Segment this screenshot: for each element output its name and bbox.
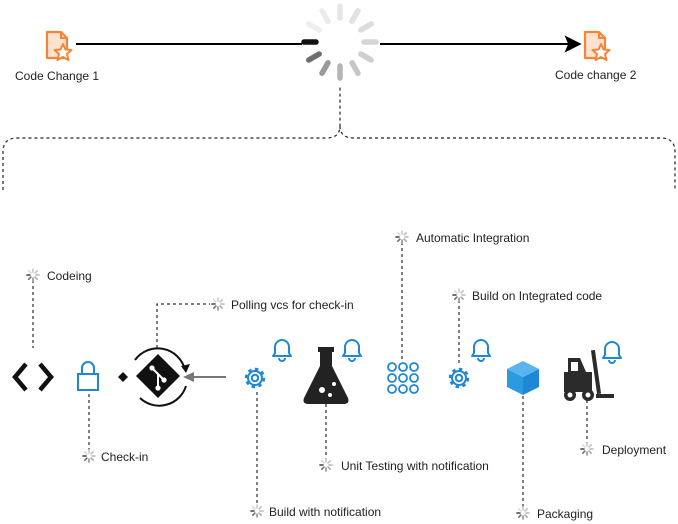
loading-spinner-icon <box>301 3 379 81</box>
build-notify-label: Build with notification <box>269 505 382 519</box>
bell-icon <box>272 339 292 362</box>
forklift-icon[interactable] <box>564 349 614 401</box>
gear-icon[interactable] <box>448 367 470 389</box>
checkin-label: Check-in <box>101 450 149 464</box>
bell-icon <box>471 339 491 362</box>
bell-icon <box>602 341 622 364</box>
build-notify-status-icon <box>250 504 264 518</box>
integration-label: Automatic Integration <box>416 231 530 245</box>
flow-arrowhead <box>564 35 582 53</box>
build-integrated-status-icon <box>452 288 466 302</box>
coding-label: Codeing <box>47 269 92 283</box>
deployment-label: Deployment <box>602 443 667 457</box>
code-change-2-icon[interactable] <box>583 30 611 62</box>
unit-test-label: Unit Testing with notification <box>341 459 489 473</box>
bell-icon <box>342 339 362 362</box>
packaging-label: Packaging <box>537 507 594 521</box>
gear-icon[interactable] <box>244 367 266 389</box>
code-change-2-label: Code change 2 <box>555 68 637 82</box>
coding-status-icon <box>26 268 40 282</box>
git-icon[interactable] <box>118 347 190 407</box>
package-cube-icon[interactable] <box>507 361 539 395</box>
build-integrated-label: Build on Integrated code <box>472 289 603 303</box>
polling-status-icon <box>211 297 225 311</box>
deployment-status-icon <box>580 442 594 456</box>
checkin-status-icon <box>82 449 96 463</box>
code-change-1-icon[interactable] <box>45 30 73 62</box>
arrow-to-git-icon <box>183 372 226 382</box>
dot-grid-icon[interactable] <box>387 362 419 394</box>
code-change-1-label: Code Change 1 <box>15 69 100 83</box>
packaging-status-icon <box>516 506 530 520</box>
integration-status-icon <box>395 230 409 244</box>
polling-label: Polling vcs for check-in <box>231 298 354 312</box>
lock-icon[interactable] <box>77 361 99 391</box>
code-brackets-icon[interactable] <box>12 362 54 392</box>
expansion-brace <box>2 86 676 190</box>
flask-icon[interactable] <box>303 347 349 404</box>
unit-test-status-icon <box>319 458 333 472</box>
